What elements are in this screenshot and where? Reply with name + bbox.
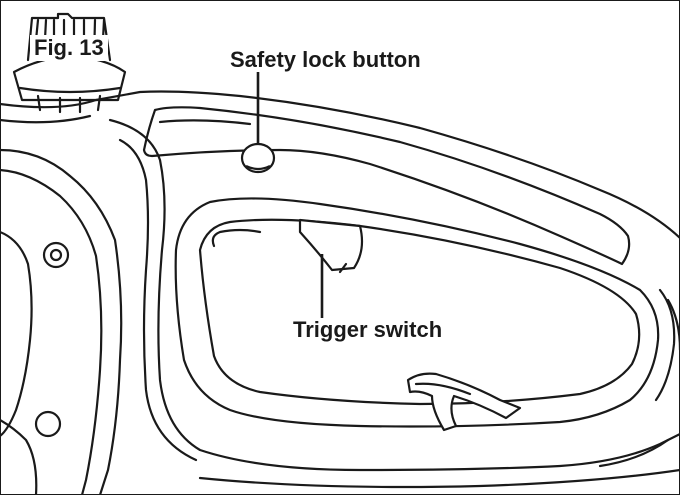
handle-outer: [108, 118, 680, 472]
trigger-switch-callout: Trigger switch: [291, 317, 445, 342]
rear-grip-hook: [406, 372, 522, 432]
screw-lower: [34, 410, 62, 438]
safety-lock-button: [240, 142, 276, 174]
chain-cover: [0, 148, 123, 495]
screw-upper: [42, 241, 70, 269]
figure-label: Fig. 13: [30, 35, 108, 61]
handle-loop-outer: [174, 197, 660, 428]
top-panel: [142, 106, 631, 266]
housing-top: [0, 90, 680, 240]
safety-lock-callout: Safety lock button: [228, 47, 423, 72]
